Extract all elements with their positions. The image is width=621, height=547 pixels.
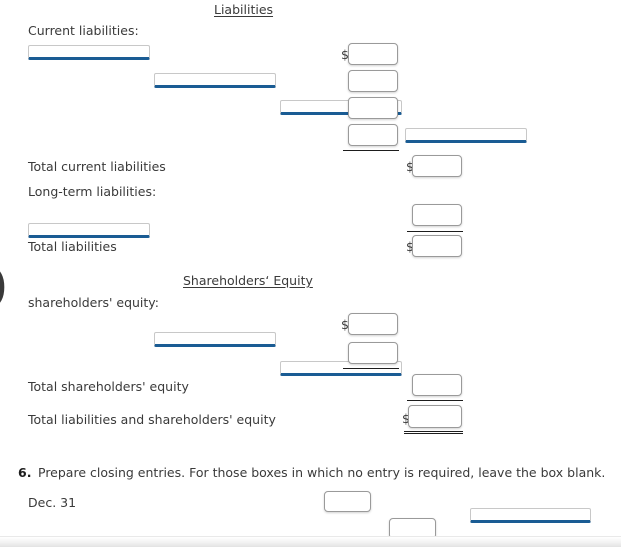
dollar-sign-total-current: $: [406, 159, 414, 174]
dollar-sign-total-liabilities: $: [406, 239, 414, 254]
total-liabilities-input[interactable]: [412, 235, 462, 257]
dollar-sign-total-liab-equity: $: [402, 411, 410, 426]
window-bottom-edge: [0, 536, 621, 547]
total-liabilities-and-equity-input[interactable]: [408, 405, 462, 428]
total-shareholders-equity-rule: [407, 400, 463, 401]
shareholders-equity-subheading: shareholders' equity:: [28, 295, 159, 310]
dollar-sign-current-1: $: [341, 47, 349, 62]
dollar-sign-equity-1: $: [341, 317, 349, 332]
question-instruction: Prepare closing entries. For those boxes…: [38, 465, 606, 480]
closing-entry-date-label: Dec. 31: [28, 495, 77, 510]
current-liability-amount-input-2[interactable]: [348, 70, 398, 92]
equity-amount-input-2[interactable]: [348, 342, 398, 364]
clipped-parenthesis-glyph: ): [0, 262, 8, 308]
shareholders-equity-heading: Shareholders‘ Equity: [183, 273, 313, 288]
current-liabilities-subtotal-rule: [343, 150, 399, 151]
grand-total-double-rule: [404, 431, 463, 434]
liabilities-heading: Liabilities: [214, 2, 274, 17]
closing-entry-credit-input-2[interactable]: [389, 518, 436, 539]
long-term-liabilities-rule: [407, 231, 463, 232]
closing-entry-debit-input-1[interactable]: [324, 491, 371, 512]
current-liabilities-label: Current liabilities:: [28, 23, 139, 38]
total-current-liabilities-label: Total current liabilities: [28, 159, 166, 174]
current-liability-account-select-2[interactable]: [153, 73, 276, 88]
total-current-liabilities-input[interactable]: [412, 155, 462, 177]
current-liability-account-select-1[interactable]: [28, 45, 150, 60]
current-liability-amount-input-4[interactable]: [348, 124, 398, 146]
long-term-liability-amount-input[interactable]: [412, 204, 462, 226]
current-liability-amount-input-3[interactable]: [348, 97, 398, 119]
equity-account-select-2[interactable]: [279, 361, 402, 376]
total-shareholders-equity-label: Total shareholders' equity: [28, 379, 189, 394]
total-liabilities-label: Total liabilities: [28, 239, 117, 254]
equity-amount-input-1[interactable]: [348, 313, 398, 335]
closing-entry-account-select-1[interactable]: [470, 508, 592, 523]
current-liability-account-select-4[interactable]: [405, 128, 528, 143]
equity-account-select-1[interactable]: [153, 332, 276, 347]
current-liability-amount-input-1[interactable]: [348, 43, 398, 65]
long-term-liability-account-select[interactable]: [28, 223, 150, 238]
equity-subtotal-rule: [343, 368, 399, 369]
question-number: 6.: [18, 465, 32, 480]
total-shareholders-equity-input[interactable]: [412, 374, 462, 396]
total-liabilities-and-equity-label: Total liabilities and shareholders' equi…: [28, 412, 276, 427]
long-term-liabilities-label: Long-term liabilities:: [28, 184, 157, 199]
